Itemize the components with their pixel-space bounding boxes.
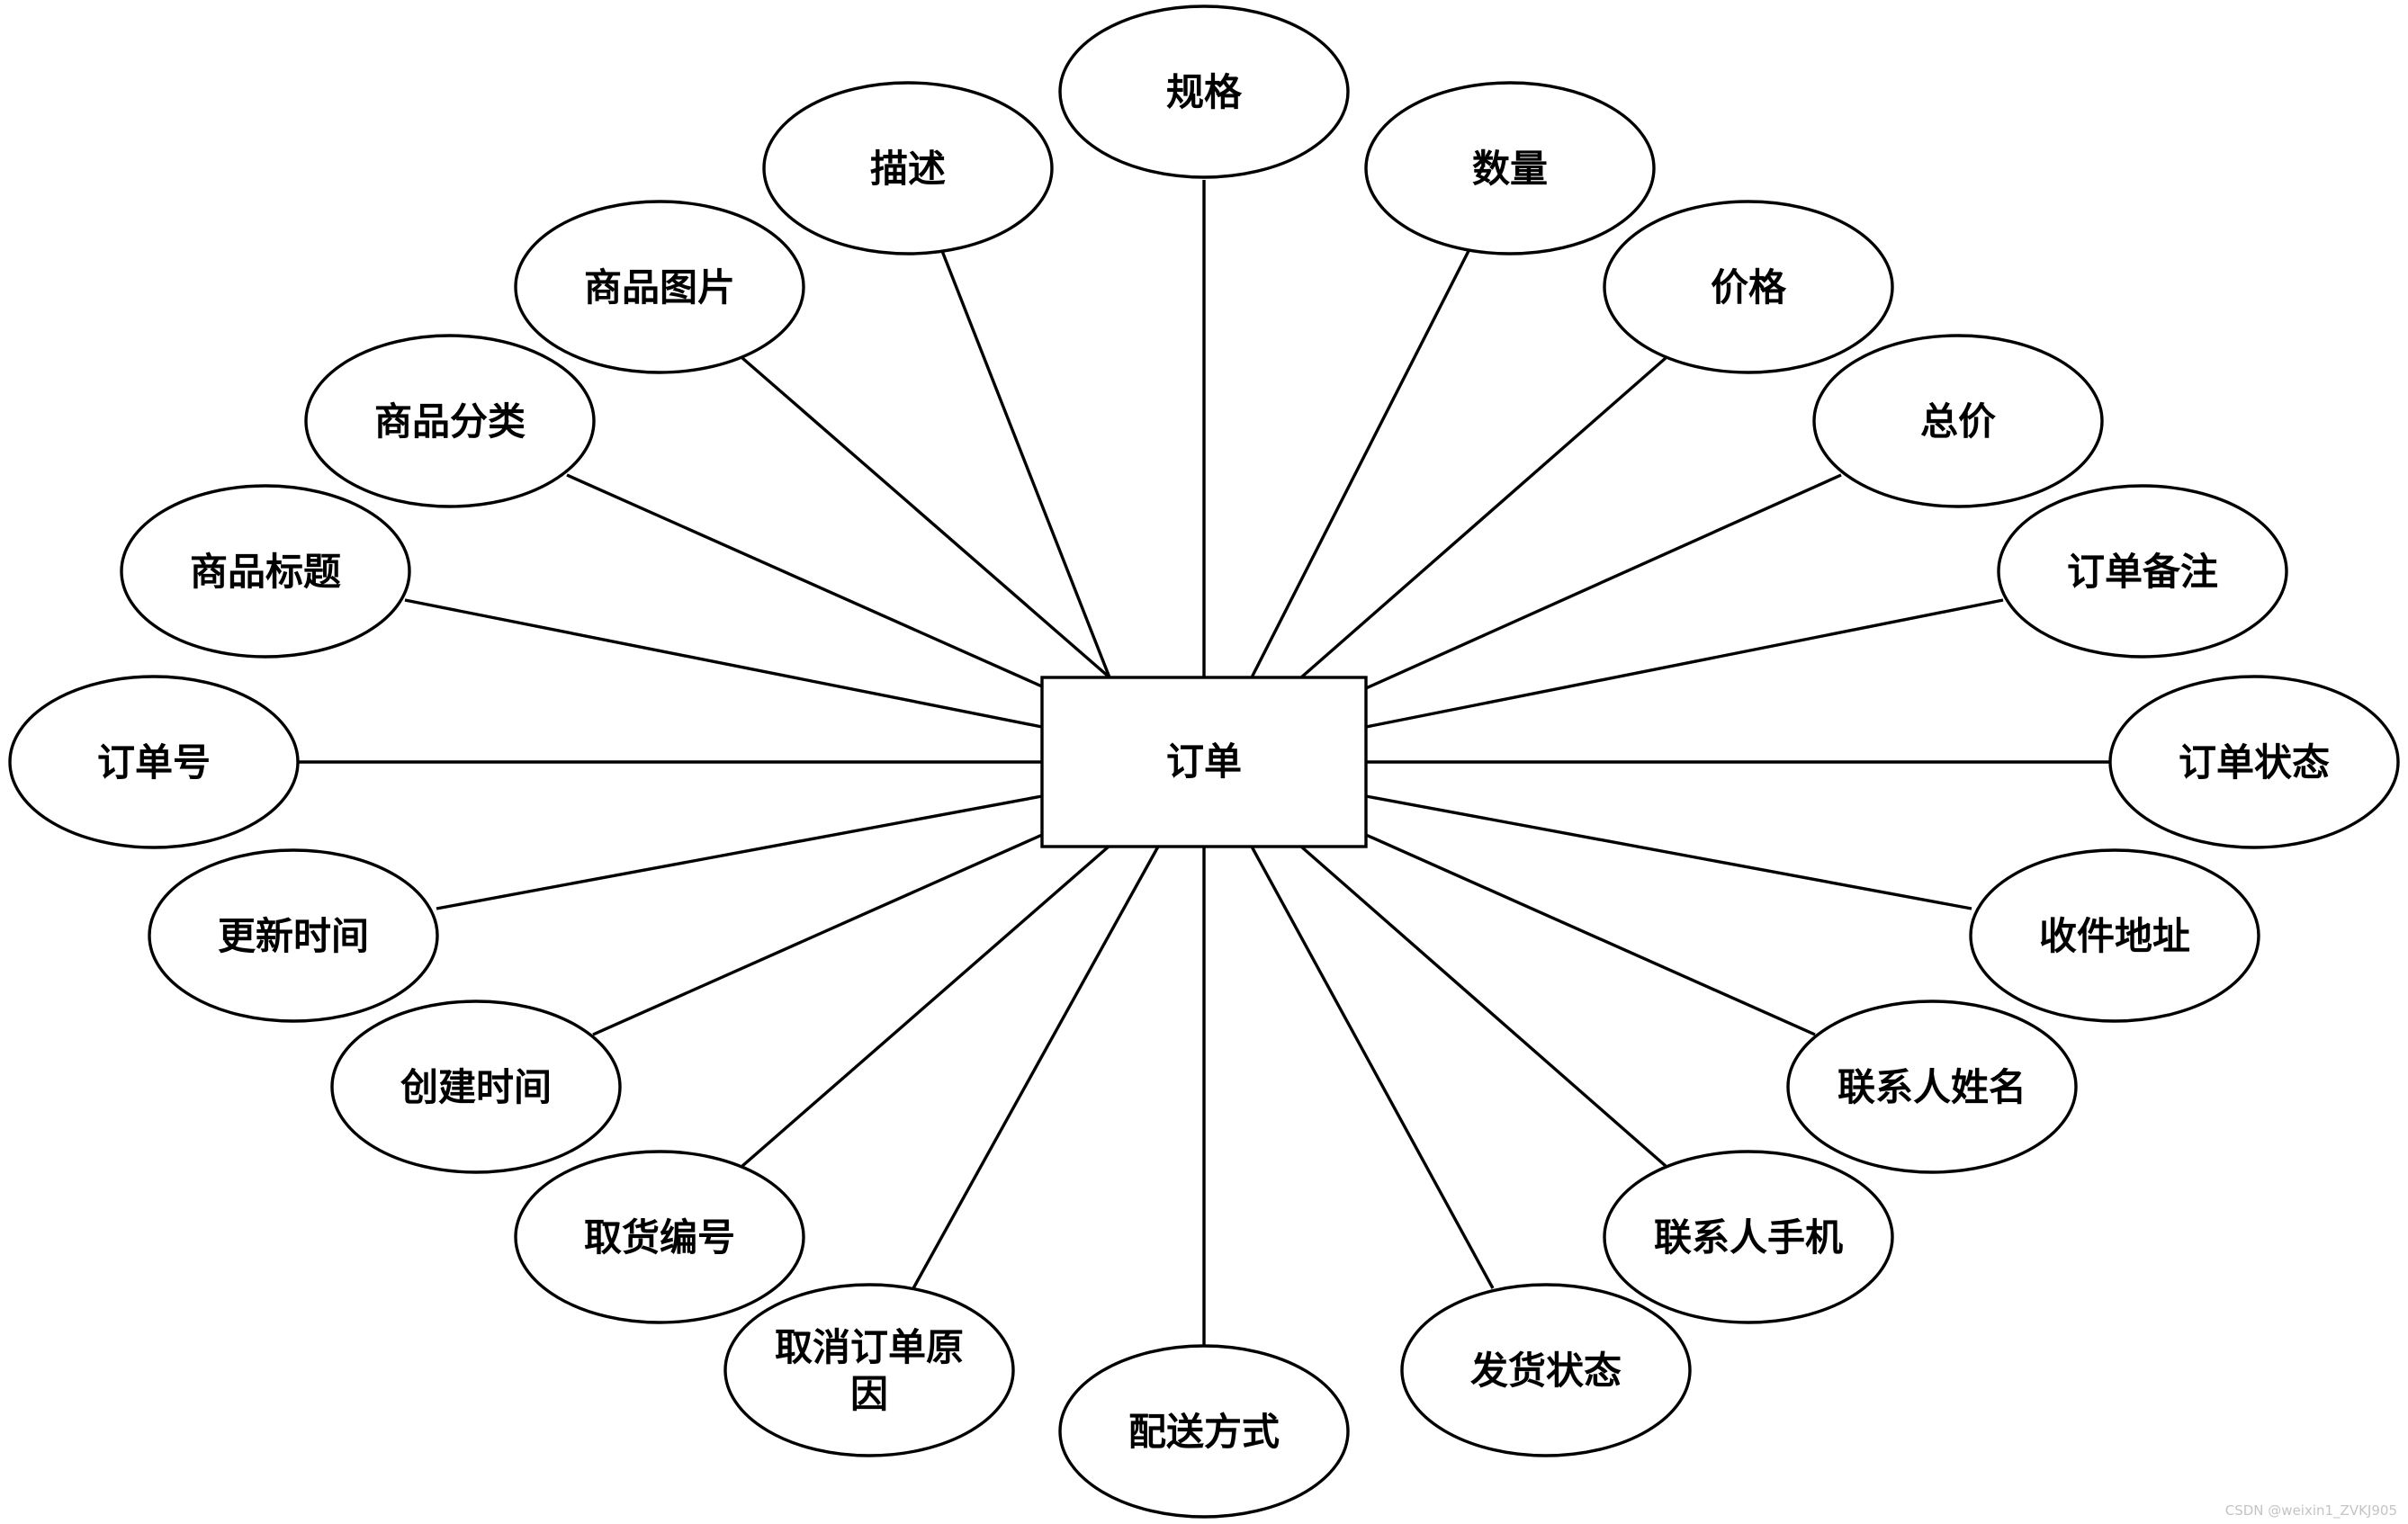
- attribute-label: 更新时间: [218, 914, 369, 958]
- attribute-label: 总价: [1920, 399, 1996, 444]
- attribute-label: 收件地址: [2039, 914, 2190, 958]
- attribute-ellipse: [2108, 675, 2400, 849]
- attribute-ellipse: [148, 848, 439, 1023]
- attribute-label: 规格: [1166, 70, 1243, 114]
- attribute-label: 配送方式: [1128, 1410, 1280, 1454]
- attribute-label: 订单状态: [2179, 740, 2330, 784]
- attribute-ellipse: [1997, 484, 2288, 659]
- connector-contact-phone: [1299, 845, 1667, 1168]
- attribute-pickup-number: 取货编号: [514, 1150, 805, 1324]
- attribute-order-remark: 订单备注: [1997, 484, 2288, 659]
- connector-contact-name: [1365, 833, 1816, 1036]
- connector-description: [940, 250, 1111, 678]
- attribute-ellipse: [304, 334, 596, 508]
- attribute-label: 商品图片: [584, 265, 735, 309]
- connector-create-time: [592, 833, 1043, 1036]
- attribute-label: 联系人姓名: [1837, 1065, 2026, 1109]
- watermark: CSDN @weixin1_ZVKJ905: [2225, 1502, 2397, 1520]
- attribute-update-time: 更新时间: [148, 848, 439, 1023]
- attribute-ellipse: [1603, 200, 1894, 374]
- connector-order-remark: [1365, 598, 2004, 729]
- attribute-ellipse: [8, 675, 300, 849]
- attribute-create-time: 创建时间: [330, 1000, 622, 1174]
- attribute-ellipse: [1400, 1283, 1692, 1457]
- attribute-ellipse: [1812, 334, 2104, 508]
- connector-product-category: [566, 473, 1043, 688]
- attribute-product-image: 商品图片: [514, 200, 805, 374]
- attribute-label: 数量: [1472, 147, 1548, 191]
- connector-delivery-status: [1250, 846, 1495, 1289]
- attribute-label: 联系人手机: [1654, 1215, 1843, 1260]
- connector-total-price: [1365, 473, 1842, 690]
- connector-cancel-reason: [912, 846, 1160, 1289]
- attribute-ellipse: [1603, 1150, 1894, 1324]
- attribute-ellipse: [1969, 848, 2260, 1023]
- attribute-cancel-reason: 取消订单原因: [723, 1283, 1015, 1457]
- entity-label: 订单: [1166, 740, 1242, 784]
- connector-product-title: [404, 598, 1043, 729]
- connector-shipping-address: [1365, 794, 1972, 910]
- attribute-ellipse: [120, 484, 411, 659]
- attribute-label: 商品标题: [190, 550, 341, 594]
- entity-box: [1040, 676, 1368, 848]
- attribute-label: 取消订单原因: [775, 1325, 964, 1416]
- attribute-description: 描述: [762, 81, 1054, 255]
- attribute-contact-name: 联系人姓名: [1786, 1000, 2078, 1174]
- attribute-ellipse: [762, 81, 1054, 255]
- attribute-ellipse: [1786, 1000, 2078, 1174]
- connector-price: [1299, 356, 1667, 679]
- attribute-spec: 规格: [1058, 4, 1350, 179]
- connector-quantity: [1250, 250, 1470, 678]
- attribute-label: 价格: [1711, 265, 1787, 309]
- attribute-ellipse: [1058, 4, 1350, 179]
- attribute-label: 发货状态: [1470, 1349, 1622, 1393]
- attribute-product-title: 商品标题: [120, 484, 411, 659]
- attribute-ellipse: [330, 1000, 622, 1174]
- attribute-total-price: 总价: [1812, 334, 2104, 508]
- attribute-ellipse: [723, 1283, 1015, 1457]
- attribute-label: 创建时间: [400, 1065, 552, 1109]
- attribute-label: 商品分类: [374, 399, 526, 444]
- attribute-order-number: 订单号: [8, 675, 300, 849]
- attribute-delivery-method: 配送方式: [1058, 1344, 1350, 1519]
- attribute-ellipse: [1364, 81, 1656, 255]
- connector-update-time: [436, 794, 1043, 910]
- attribute-label: 描述: [870, 147, 946, 191]
- attribute-product-category: 商品分类: [304, 334, 596, 508]
- attribute-shipping-address: 收件地址: [1969, 848, 2260, 1023]
- attribute-ellipse: [514, 200, 805, 374]
- attribute-price: 价格: [1603, 200, 1894, 374]
- connector-product-image: [741, 356, 1111, 679]
- entity-order: 订单: [1040, 676, 1368, 848]
- attribute-label: 订单号: [97, 740, 211, 784]
- attribute-label: 取货编号: [584, 1215, 735, 1260]
- attribute-order-status: 订单状态: [2108, 675, 2400, 849]
- connector-pickup-number: [741, 845, 1110, 1168]
- attribute-label: 订单备注: [2067, 550, 2218, 594]
- attribute-ellipse: [1058, 1344, 1350, 1519]
- attribute-ellipse: [514, 1150, 805, 1324]
- attribute-contact-phone: 联系人手机: [1603, 1150, 1894, 1324]
- attribute-quantity: 数量: [1364, 81, 1656, 255]
- connectors: [297, 180, 2111, 1346]
- attribute-delivery-status: 发货状态: [1400, 1283, 1692, 1457]
